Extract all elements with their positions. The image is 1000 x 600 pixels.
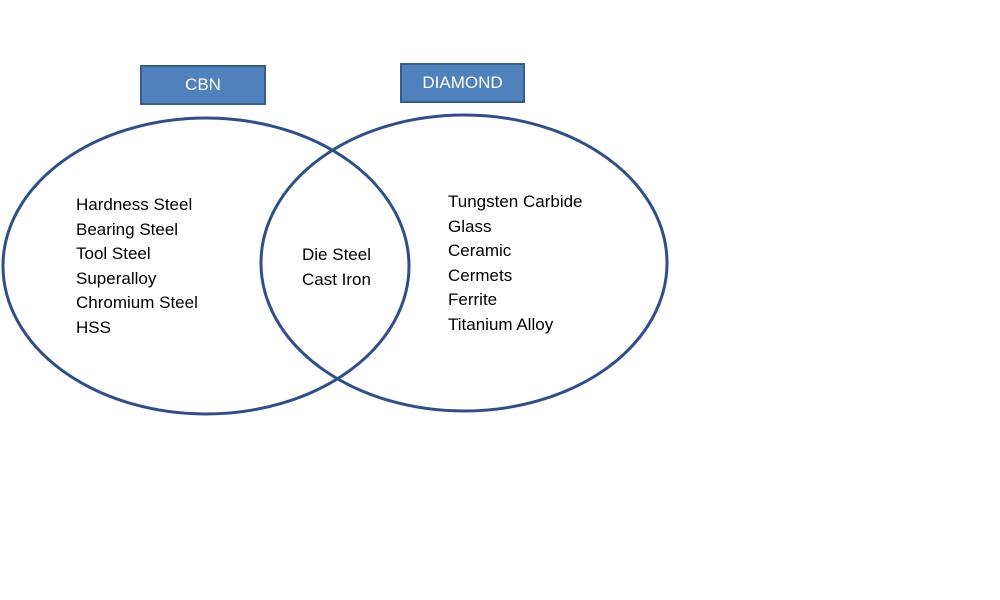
list-item: Chromium Steel xyxy=(76,293,198,312)
intersection-list: Die Steel Cast Iron xyxy=(302,243,371,292)
cbn-label: CBN xyxy=(185,75,221,94)
list-item: Cast Iron xyxy=(302,269,371,289)
list-item: Bearing Steel xyxy=(76,219,179,239)
diamond-only-list: Tungsten Carbide Glass Ceramic Cermets F… xyxy=(448,190,583,337)
list-item: Tungsten Carbide xyxy=(448,192,583,211)
diamond-label: DIAMOND xyxy=(422,73,503,92)
list-item: Hardness Steel xyxy=(76,195,193,214)
list-item: Superalloy xyxy=(76,268,157,288)
cbn-only-list: Hardness Steel Bearing Steel Tool Steel … xyxy=(76,193,198,340)
cbn-circle xyxy=(1,116,411,416)
diamond-circle xyxy=(259,113,669,413)
cbn-label-box: CBN xyxy=(140,65,266,105)
list-item: Tool Steel xyxy=(76,244,151,263)
list-item: Glass xyxy=(448,216,492,236)
list-item: Die Steel xyxy=(302,245,371,264)
list-item: HSS xyxy=(76,317,111,337)
diamond-label-box: DIAMOND xyxy=(400,63,525,103)
list-item: Titanium Alloy xyxy=(448,314,554,334)
list-item: Ferrite xyxy=(448,290,498,309)
list-item: Ceramic xyxy=(448,241,512,260)
list-item: Cermets xyxy=(448,265,513,285)
